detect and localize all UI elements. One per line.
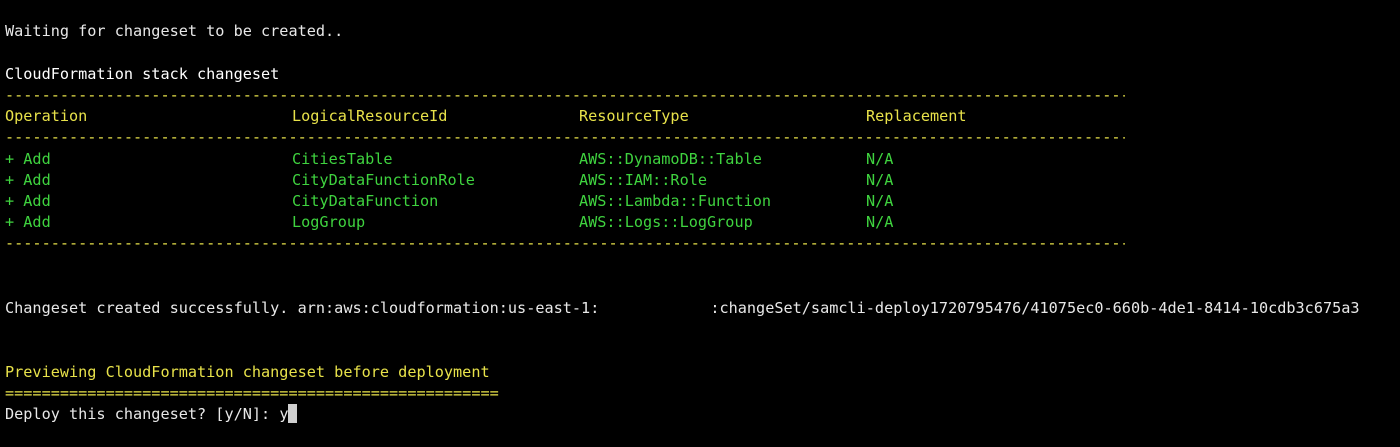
success-arn-prefix: Changeset created successfully. arn:aws:… [5,299,600,317]
changeset-success-message: Changeset created successfully. arn:aws:… [5,298,1360,319]
success-arn-suffix: :changeSet/samcli-deploy1720795476/41075… [710,299,1360,317]
row-resource-type: AWS::Lambda::Function [579,192,772,210]
table-header-row: Operation LogicalResourceId ResourceType… [0,106,1400,127]
row-operation: + Add [5,192,51,210]
table-row: + Add CityDataFunctionRole AWS::IAM::Rol… [0,170,1400,191]
row-operation: + Add [5,171,51,189]
row-logical-id: CityDataFunctionRole [292,171,475,189]
cursor-block [288,404,298,423]
changeset-table-title: CloudFormation stack changeset [5,65,280,83]
table-header-border: ----------------------------------------… [5,128,1125,146]
row-replacement: N/A [866,192,894,210]
preview-underline: ========================================… [5,384,499,402]
header-logical-resource-id: LogicalResourceId [292,107,448,125]
row-operation: + Add [5,213,51,231]
row-resource-type: AWS::IAM::Role [579,171,708,189]
row-resource-type: AWS::DynamoDB::Table [579,150,762,168]
row-operation: + Add [5,150,51,168]
row-logical-id: CityDataFunction [292,192,439,210]
row-replacement: N/A [866,150,894,168]
table-row: + Add CityDataFunction AWS::Lambda::Func… [0,191,1400,212]
row-resource-type: AWS::Logs::LogGroup [579,213,753,231]
preview-heading: Previewing CloudFormation changeset befo… [5,363,490,381]
row-logical-id: LogGroup [292,213,366,231]
prompt-input-value[interactable]: y [279,405,289,423]
row-logical-id: CitiesTable [292,150,393,168]
deploy-prompt-text: Deploy this changeset? [y/N]: [5,405,280,423]
row-replacement: N/A [866,213,894,231]
table-row: + Add LogGroup AWS::Logs::LogGroup N/A [0,212,1400,233]
header-operation: Operation [5,107,88,125]
header-resource-type: ResourceType [579,107,689,125]
row-replacement: N/A [866,171,894,189]
table-bottom-border: ----------------------------------------… [5,234,1125,252]
table-top-border: ----------------------------------------… [5,86,1125,104]
table-row: + Add CitiesTable AWS::DynamoDB::Table N… [0,149,1400,170]
waiting-message: Waiting for changeset to be created.. [5,22,344,40]
deploy-prompt[interactable]: Deploy this changeset? [y/N]: y [5,404,298,425]
header-replacement: Replacement [866,107,967,125]
